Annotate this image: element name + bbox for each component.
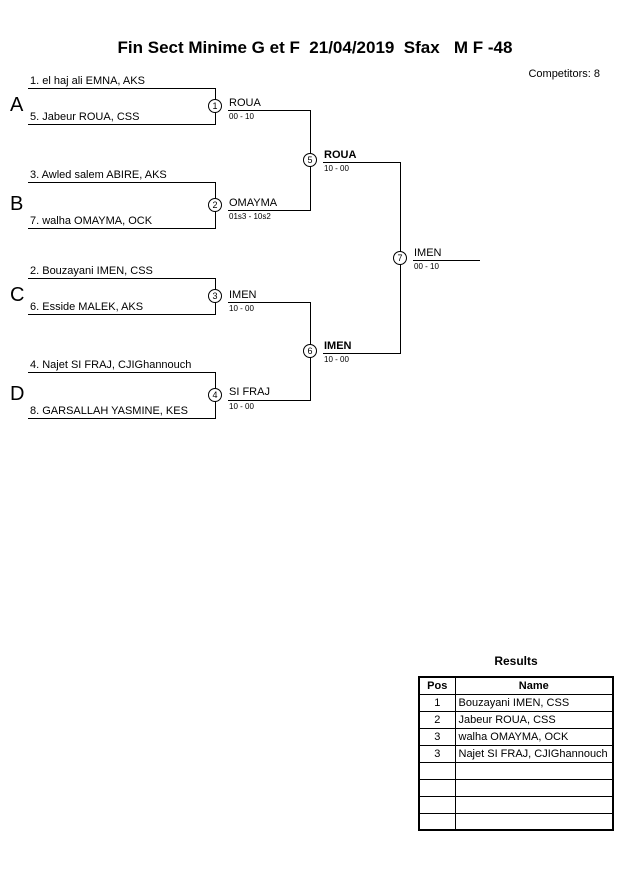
results-title: Results bbox=[494, 654, 538, 668]
competitor-name: 3. Awled salem ABIRE, AKS bbox=[30, 169, 167, 181]
group-letter-a: A bbox=[10, 94, 24, 116]
competitor-name: 5. Jabeur ROUA, CSS bbox=[30, 111, 140, 123]
match-number-circle: 5 bbox=[303, 153, 317, 167]
bracket-line bbox=[28, 182, 216, 183]
bracket-line bbox=[228, 302, 310, 303]
bracket-line bbox=[413, 260, 480, 261]
match-score: 10 - 00 bbox=[229, 402, 254, 411]
match-number-circle: 4 bbox=[208, 388, 222, 402]
competitor-name: 7. walha OMAYMA, OCK bbox=[30, 215, 153, 227]
bracket-line bbox=[28, 278, 216, 279]
match-winner: ROUA bbox=[324, 149, 357, 161]
result-name: walha OMAYMA, OCK bbox=[454, 727, 614, 746]
match-number-circle: 7 bbox=[393, 251, 407, 265]
results-row-empty bbox=[418, 778, 614, 797]
results-row-empty bbox=[418, 795, 614, 814]
results-row: 1 Bouzayani IMEN, CSS bbox=[418, 693, 614, 712]
results-col-pos: Pos bbox=[418, 676, 456, 695]
results-header-row: Pos Name bbox=[418, 676, 614, 695]
competitor-name: 8. GARSALLAH YASMINE, KES bbox=[30, 405, 188, 417]
match-number-circle: 1 bbox=[208, 99, 222, 113]
bracket-line bbox=[28, 372, 216, 373]
match-score: 10 - 00 bbox=[229, 304, 254, 313]
result-name: Jabeur ROUA, CSS bbox=[454, 710, 614, 729]
match-score: 10 - 00 bbox=[324, 164, 349, 173]
group-letter-c: C bbox=[10, 284, 25, 306]
bracket-line bbox=[28, 124, 216, 125]
bracket-line bbox=[28, 314, 216, 315]
results-row-empty bbox=[418, 812, 614, 831]
result-pos: 2 bbox=[418, 710, 456, 729]
match-winner: IMEN bbox=[229, 289, 257, 301]
match-winner: SI FRAJ bbox=[229, 386, 270, 398]
bracket-line bbox=[28, 228, 216, 229]
results-table: Pos Name 1 Bouzayani IMEN, CSS 2 Jabeur … bbox=[418, 676, 614, 831]
match-score: 10 - 00 bbox=[324, 355, 349, 364]
match-score: 01s3 - 10s2 bbox=[229, 212, 271, 221]
result-pos: 3 bbox=[418, 727, 456, 746]
results-row: 3 walha OMAYMA, OCK bbox=[418, 727, 614, 746]
bracket-line bbox=[323, 162, 400, 163]
match-score: 00 - 10 bbox=[414, 262, 439, 271]
group-letter-b: B bbox=[10, 193, 24, 215]
bracket-line bbox=[323, 353, 400, 354]
competitor-name: 2. Bouzayani IMEN, CSS bbox=[30, 265, 153, 277]
competitor-name: 1. el haj ali EMNA, AKS bbox=[30, 75, 145, 87]
results-row: 2 Jabeur ROUA, CSS bbox=[418, 710, 614, 729]
results-row: 3 Najet SI FRAJ, CJIGhannouch bbox=[418, 744, 614, 763]
match-winner: OMAYMA bbox=[229, 197, 278, 209]
bracket-line bbox=[28, 418, 216, 419]
match-winner: ROUA bbox=[229, 97, 261, 109]
bracket-line bbox=[28, 88, 216, 89]
result-name: Najet SI FRAJ, CJIGhannouch bbox=[454, 744, 614, 763]
result-name: Bouzayani IMEN, CSS bbox=[454, 693, 614, 712]
competitor-name: 6. Esside MALEK, AKS bbox=[30, 301, 144, 313]
match-winner: IMEN bbox=[324, 340, 352, 352]
results-row-empty bbox=[418, 761, 614, 780]
bracket-line bbox=[228, 400, 310, 401]
match-number-circle: 2 bbox=[208, 198, 222, 212]
match-score: 00 - 10 bbox=[229, 112, 254, 121]
result-pos: 3 bbox=[418, 744, 456, 763]
match-number-circle: 6 bbox=[303, 344, 317, 358]
competitor-name: 4. Najet SI FRAJ, CJIGhannouch bbox=[30, 359, 192, 371]
tournament-winner: IMEN bbox=[414, 247, 442, 259]
bracket-line bbox=[228, 210, 310, 211]
competitors-count: Competitors: 8 bbox=[528, 68, 600, 80]
page-title: Fin Sect Minime G et F 21/04/2019 Sfax M… bbox=[117, 38, 513, 57]
match-number-circle: 3 bbox=[208, 289, 222, 303]
bracket-line bbox=[228, 110, 310, 111]
results-col-name: Name bbox=[454, 676, 614, 695]
group-letter-d: D bbox=[10, 383, 25, 405]
result-pos: 1 bbox=[418, 693, 456, 712]
